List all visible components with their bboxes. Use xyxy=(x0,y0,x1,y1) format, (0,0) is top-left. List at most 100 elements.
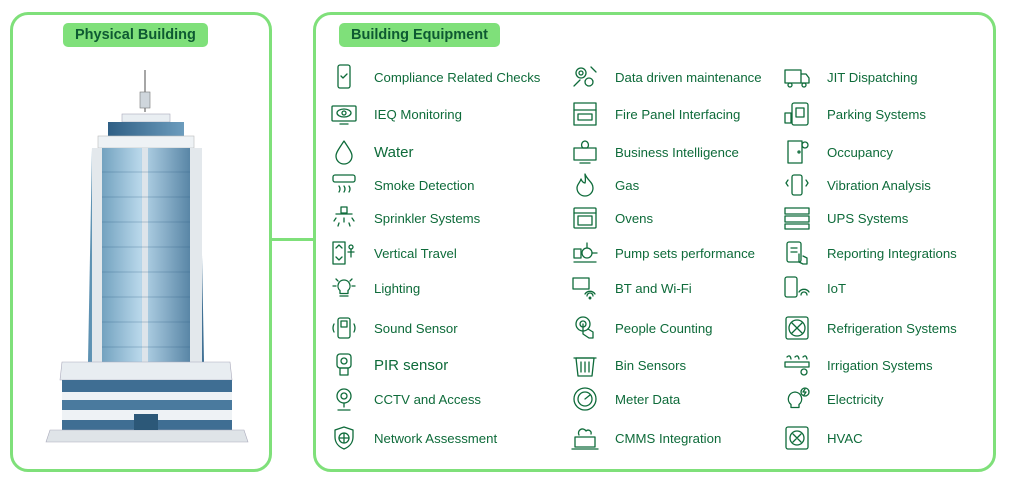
connector-line xyxy=(272,238,313,241)
equipment-label: UPS Systems xyxy=(827,210,909,226)
equipment-item: Reporting Integrations xyxy=(783,240,957,266)
iot-phone-icon xyxy=(783,275,813,301)
equipment-item: Vertical Travel xyxy=(330,240,457,266)
camera-icon xyxy=(330,386,360,412)
equipment-label: Parking Systems xyxy=(827,106,926,122)
equipment-item: BT and Wi-Fi xyxy=(571,275,692,301)
equipment-label: Network Assessment xyxy=(374,430,498,446)
equipment-item: Network Assessment xyxy=(330,425,497,451)
monitor-eye-icon xyxy=(330,101,360,127)
vibrating-phone-icon xyxy=(783,172,813,198)
equipment-label: Vertical Travel xyxy=(374,245,457,261)
equipment-label: Lighting xyxy=(374,280,421,296)
equipment-label: PIR sensor xyxy=(374,356,449,374)
equipment-label: Fire Panel Interfacing xyxy=(615,106,741,122)
equipment-item: HVAC xyxy=(783,425,863,451)
building-equipment-title: Building Equipment xyxy=(339,23,500,47)
pir-sensor-icon xyxy=(330,352,360,378)
equipment-label: IoT xyxy=(827,280,847,296)
bin-icon xyxy=(571,352,601,378)
equipment-item: Fire Panel Interfacing xyxy=(571,101,740,127)
equipment-label: Meter Data xyxy=(615,391,681,407)
equipment-label: Pump sets performance xyxy=(615,245,755,261)
report-touch-icon xyxy=(783,240,813,266)
equipment-item: IoT xyxy=(783,275,846,301)
equipment-item: Sprinkler Systems xyxy=(330,205,480,231)
equipment-label: Bin Sensors xyxy=(615,357,687,373)
phone-check-icon xyxy=(330,64,360,90)
plants-icon xyxy=(783,352,813,378)
equipment-label: BT and Wi-Fi xyxy=(615,280,692,296)
equipment-item: Gas xyxy=(571,172,639,198)
equipment-item: Occupancy xyxy=(783,139,893,165)
sprinkler-icon xyxy=(330,205,360,231)
oven-icon xyxy=(571,205,601,231)
building-equipment-panel xyxy=(313,12,996,472)
equipment-item: CCTV and Access xyxy=(330,386,481,412)
equipment-item: Irrigation Systems xyxy=(783,352,933,378)
fire-panel-icon xyxy=(571,101,601,127)
equipment-item: Electricity xyxy=(783,386,883,412)
equipment-item: CMMS Integration xyxy=(571,425,721,451)
equipment-item: Water xyxy=(330,139,413,165)
equipment-item: Vibration Analysis xyxy=(783,172,931,198)
cloud-laptop-icon xyxy=(571,425,601,451)
water-drop-icon xyxy=(330,139,360,165)
equipment-item: Pump sets performance xyxy=(571,240,755,266)
equipment-label: Compliance Related Checks xyxy=(374,69,541,85)
equipment-label: Irrigation Systems xyxy=(827,357,933,373)
hvac-fan-icon xyxy=(783,425,813,451)
equipment-item: Meter Data xyxy=(571,386,680,412)
equipment-label: Ovens xyxy=(615,210,654,226)
equipment-label: Electricity xyxy=(827,391,884,407)
equipment-label: Reporting Integrations xyxy=(827,245,957,261)
equipment-item: Parking Systems xyxy=(783,101,926,127)
pump-icon xyxy=(571,240,601,266)
elevator-icon xyxy=(330,240,360,266)
equipment-item: UPS Systems xyxy=(783,205,908,231)
touch-hand-icon xyxy=(571,315,601,341)
door-person-icon xyxy=(783,139,813,165)
sound-sensor-icon xyxy=(330,315,360,341)
equipment-label: Occupancy xyxy=(827,144,893,160)
equipment-item: Compliance Related Checks xyxy=(330,64,540,90)
parking-phone-icon xyxy=(783,101,813,127)
gears-wrench-icon xyxy=(571,64,601,90)
equipment-label: Sound Sensor xyxy=(374,320,458,336)
equipment-item: IEQ Monitoring xyxy=(330,101,462,127)
equipment-item: Ovens xyxy=(571,205,653,231)
skyscraper-image xyxy=(45,70,249,443)
bulb-screen-icon xyxy=(571,139,601,165)
ups-rack-icon xyxy=(783,205,813,231)
equipment-label: HVAC xyxy=(827,430,863,446)
equipment-item: Sound Sensor xyxy=(330,315,458,341)
equipment-item: Data driven maintenance xyxy=(571,64,762,90)
flame-icon xyxy=(571,172,601,198)
fan-unit-icon xyxy=(783,315,813,341)
equipment-label: CMMS Integration xyxy=(615,430,722,446)
equipment-item: People Counting xyxy=(571,315,713,341)
wifi-screen-icon xyxy=(571,275,601,301)
physical-building-title: Physical Building xyxy=(63,23,208,47)
equipment-label: Vibration Analysis xyxy=(827,177,931,193)
equipment-item: Lighting xyxy=(330,275,420,301)
equipment-label: JIT Dispatching xyxy=(827,69,918,85)
equipment-item: Smoke Detection xyxy=(330,172,474,198)
smoke-detector-icon xyxy=(330,172,360,198)
equipment-label: IEQ Monitoring xyxy=(374,106,462,122)
equipment-label: Business Intelligence xyxy=(615,144,739,160)
equipment-item: Business Intelligence xyxy=(571,139,739,165)
equipment-item: Bin Sensors xyxy=(571,352,686,378)
equipment-label: Refrigeration Systems xyxy=(827,320,957,336)
equipment-label: Sprinkler Systems xyxy=(374,210,481,226)
equipment-label: Water xyxy=(374,143,414,161)
truck-icon xyxy=(783,64,813,90)
bulb-bolt-icon xyxy=(783,386,813,412)
equipment-label: People Counting xyxy=(615,320,713,336)
equipment-label: Gas xyxy=(615,177,640,193)
equipment-label: CCTV and Access xyxy=(374,391,482,407)
equipment-label: Smoke Detection xyxy=(374,177,475,193)
equipment-label: Data driven maintenance xyxy=(615,69,762,85)
light-bulb-icon xyxy=(330,275,360,301)
network-shield-icon xyxy=(330,425,360,451)
